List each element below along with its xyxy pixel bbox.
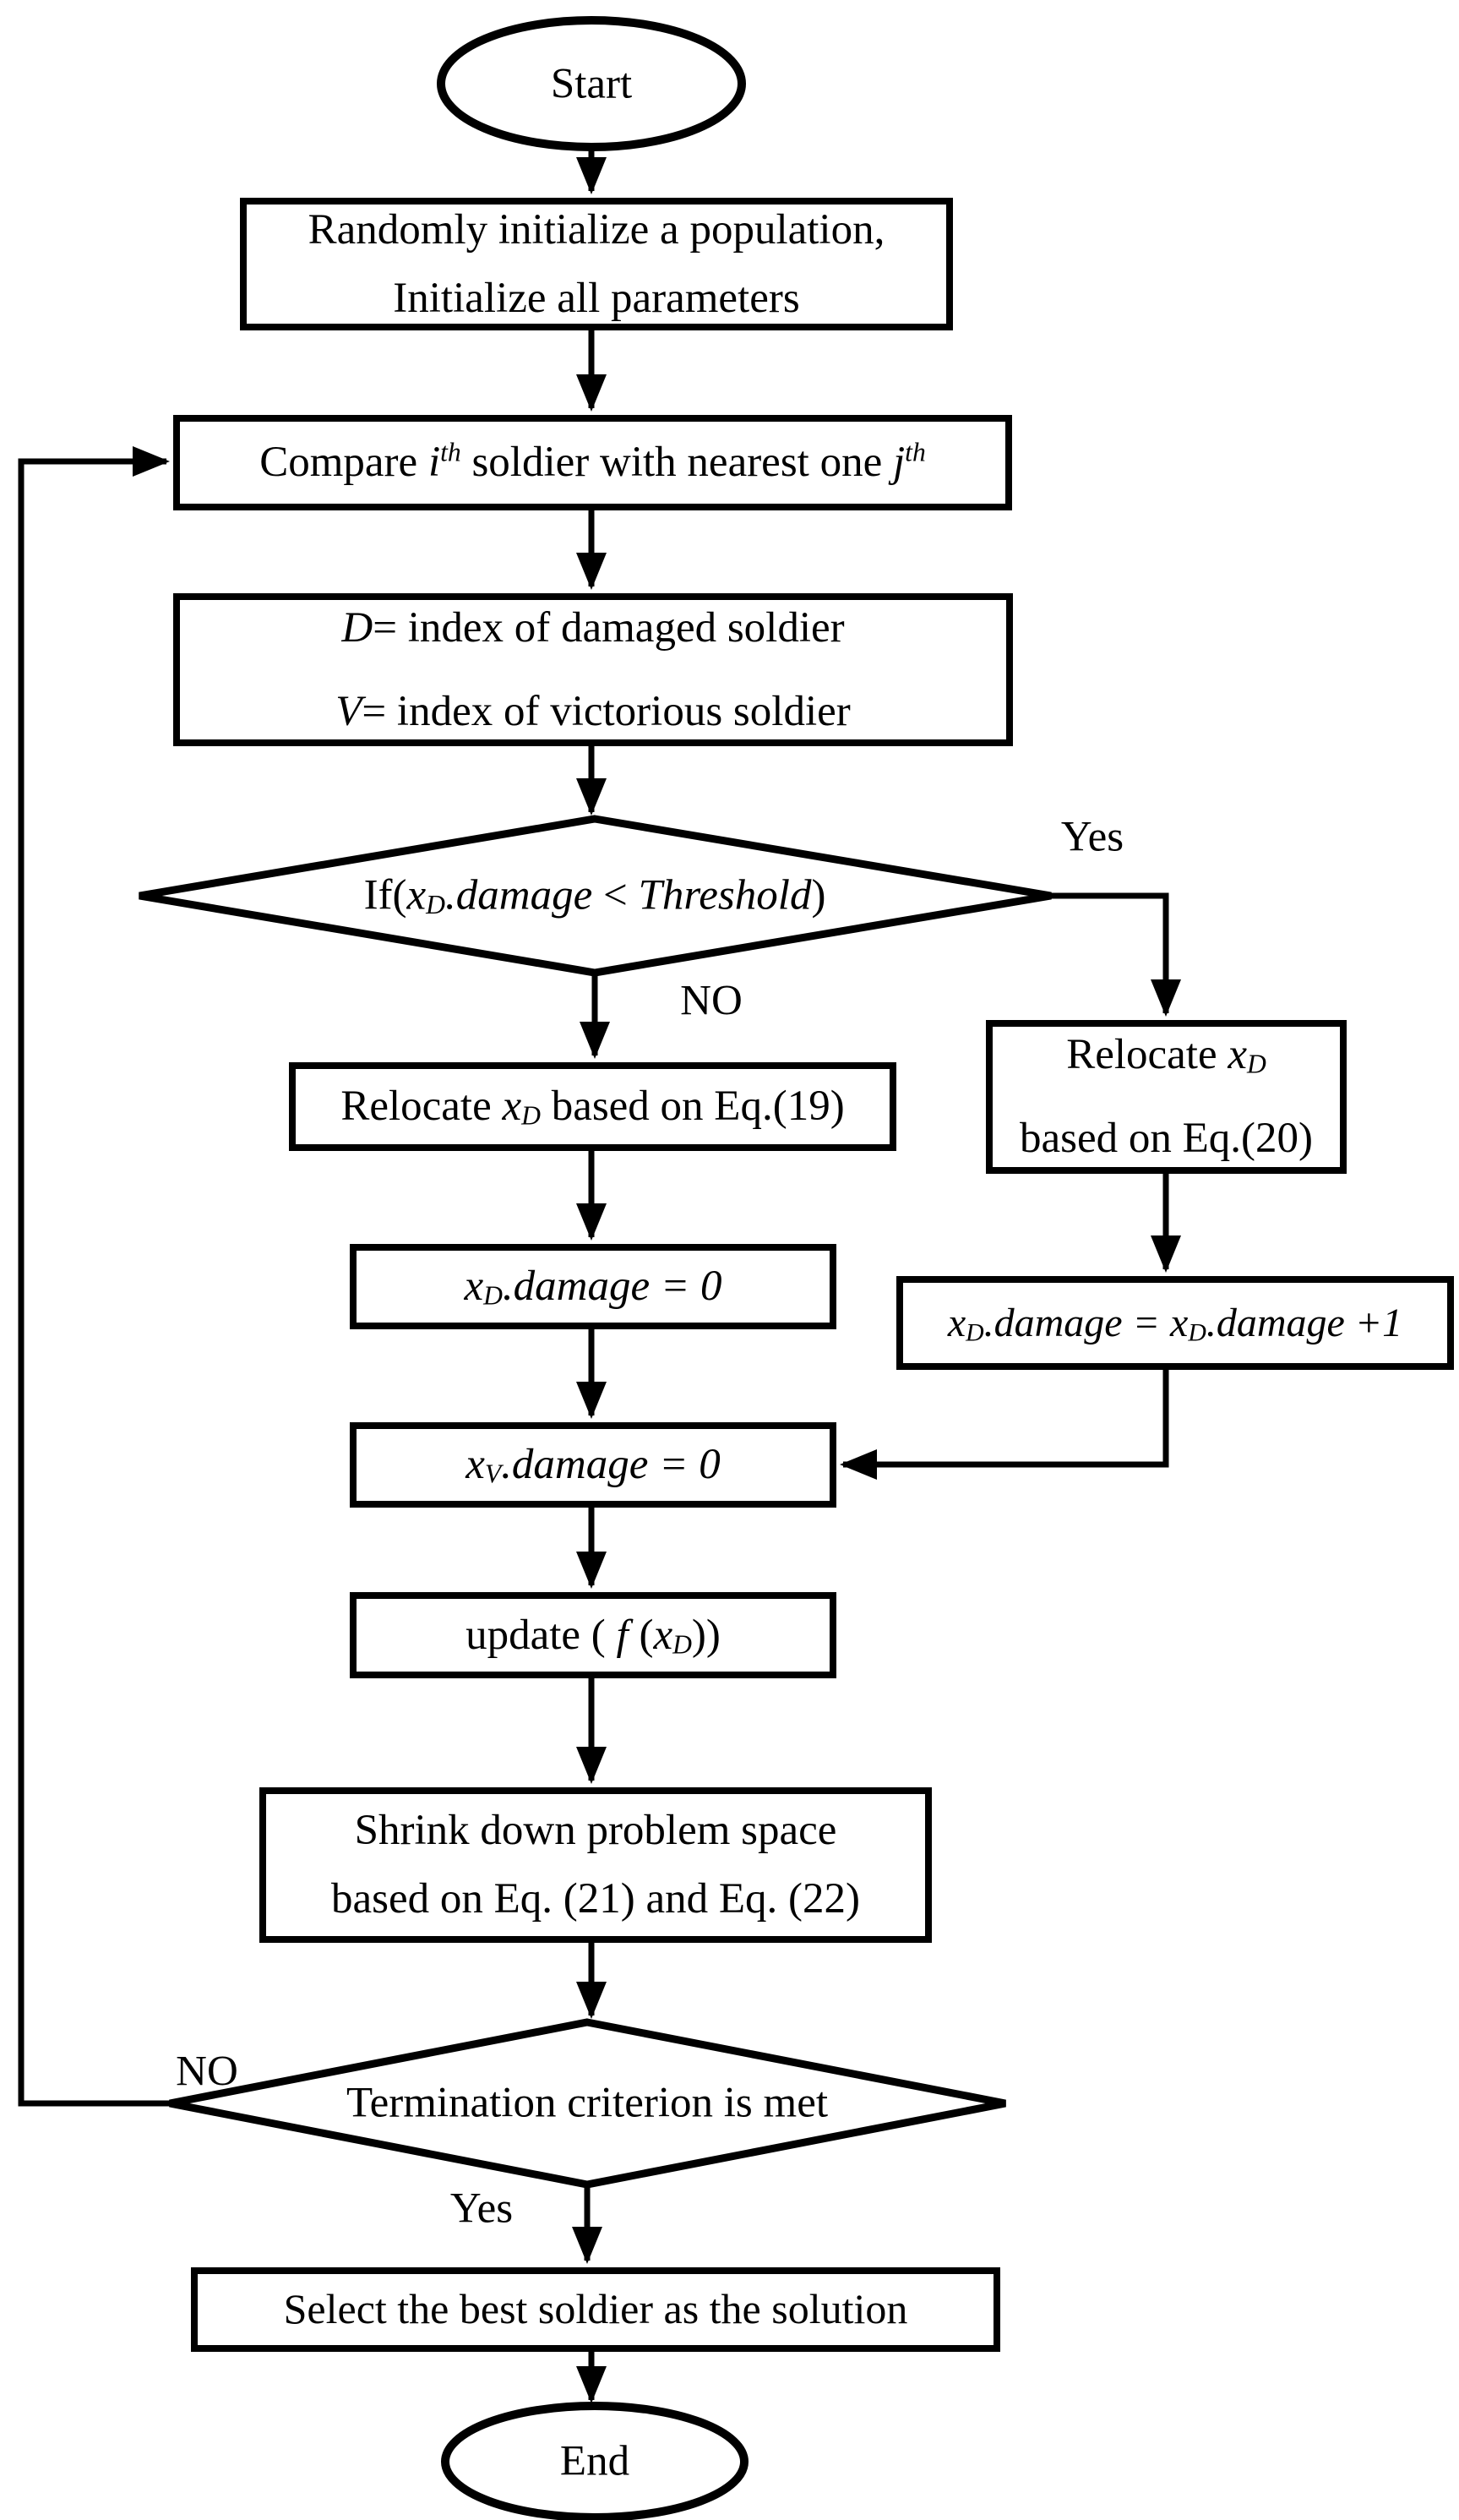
reset-damage-d-step: xD.damage = 0 — [350, 1244, 836, 1329]
increment-damage-label: xD.damage = xD.damage +1 — [947, 1300, 1403, 1347]
edge-decision-yes-to-eq20 — [1051, 892, 1181, 1017]
relocate-eq19-label: Relocate xD based on Eq.(19) — [340, 1083, 845, 1131]
threshold-no-label: NO — [680, 977, 743, 1025]
start-label: Start — [550, 60, 633, 108]
reset-damage-d-label: xD.damage = 0 — [464, 1263, 722, 1311]
init-step: Randomly initialize a population, Initia… — [240, 198, 953, 330]
increment-damage-step: xD.damage = xD.damage +1 — [896, 1276, 1454, 1370]
shrink-step: Shrink down problem space based on Eq. (… — [259, 1787, 932, 1943]
compare-step-label: Compare ith soldier with nearest one jth — [259, 437, 926, 487]
threshold-yes-label: Yes — [1060, 813, 1124, 861]
start-terminator-shape — [437, 16, 746, 151]
threshold-decision-shape — [139, 815, 1052, 977]
reset-damage-v-label: xV.damage = 0 — [465, 1441, 721, 1489]
relocate-eq19-step: Relocate xD based on Eq.(19) — [289, 1062, 896, 1151]
termination-yes-label: Yes — [449, 2185, 514, 2233]
end-terminator-shape — [441, 2402, 749, 2520]
edge-increment-to-reset-v — [840, 1370, 1169, 1480]
index-step: D= index of damaged soldier V= index of … — [173, 593, 1013, 746]
threshold-decision-label: If(xD.damage < Threshold) — [363, 871, 826, 920]
relocate-eq20-line1: Relocate xD — [1066, 1031, 1266, 1080]
edge-termination-no-loop — [18, 446, 170, 2107]
shrink-step-line1: Shrink down problem space — [354, 1807, 837, 1855]
victorious-index-line: V= index of victorious soldier — [335, 687, 851, 735]
shrink-step-line2: based on Eq. (21) and Eq. (22) — [331, 1875, 860, 1923]
termination-decision-shape — [169, 2018, 1006, 2189]
termination-decision-label: Termination criterion is met — [346, 2079, 829, 2127]
relocate-eq20-step: Relocate xD based on Eq.(20) — [986, 1020, 1347, 1174]
compare-step: Compare ith soldier with nearest one jth — [173, 415, 1012, 510]
init-step-line1: Randomly initialize a population, — [308, 205, 885, 254]
relocate-eq20-line2: based on Eq.(20) — [1020, 1115, 1313, 1162]
end-label: End — [559, 2437, 630, 2485]
damaged-index-line: D= index of damaged soldier — [341, 603, 845, 652]
reset-damage-v-step: xV.damage = 0 — [350, 1422, 836, 1508]
update-step: update ( f (xD)) — [350, 1592, 836, 1678]
init-step-line2: Initialize all parameters — [393, 274, 800, 322]
select-best-label: Select the best soldier as the solution — [283, 2285, 908, 2333]
update-step-label: update ( f (xD)) — [465, 1611, 721, 1660]
termination-no-label: NO — [176, 2048, 238, 2096]
select-best-step: Select the best soldier as the solution — [191, 2267, 1000, 2352]
